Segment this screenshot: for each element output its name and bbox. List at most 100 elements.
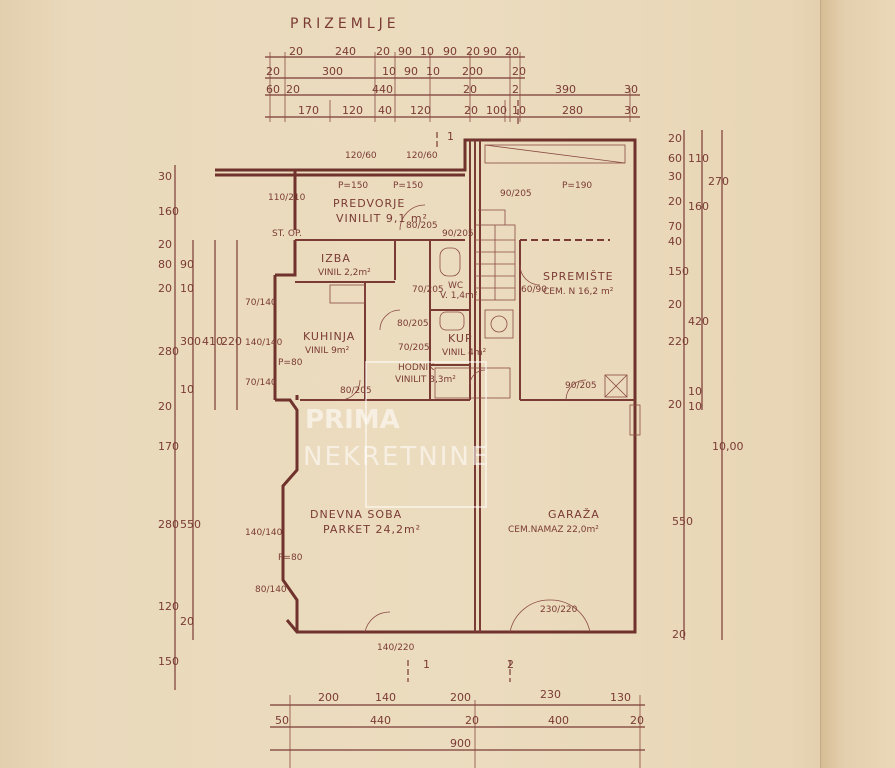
top-dim-r2-7: 20 (512, 65, 526, 78)
top-dim-r4-8: 280 (562, 104, 583, 117)
left-dimension-lines (174, 165, 238, 690)
right-dim-19: 20 (672, 628, 686, 641)
top-dim-r2-3: 10 (382, 65, 396, 78)
watermark-line2: NEKRETNINE (303, 442, 489, 472)
room-name-izba: IZBA (321, 252, 351, 265)
left-dim-3: 20 (158, 238, 172, 251)
watermark-line1: PRIMA (305, 405, 400, 435)
bathtub-icon (434, 367, 511, 399)
top-dim-r4-6: 100 (486, 104, 507, 117)
left-dim-15: 280 (158, 518, 179, 531)
left-dim-17: 120 (158, 600, 179, 613)
room-floor-dnevna-soba: PARKET 24,2m² (323, 523, 421, 536)
note-140-140-b: 140/140 (245, 528, 283, 538)
top-dim-r3-7: 30 (624, 83, 638, 96)
right-dim-4: 270 (708, 175, 729, 188)
top-dim-r3-5: 2 (512, 83, 519, 96)
left-dim-18: 20 (180, 615, 194, 628)
right-dimension-values: 20 60 110 270 30 160 20 70 40 150 220 42… (668, 132, 744, 641)
top-dim-r4-4: 120 (410, 104, 431, 117)
note-60-90: 60/90 (521, 285, 547, 295)
bottom-dim-r1-4: 230 (540, 688, 561, 701)
room-floor-wc: V. 1,4m² (440, 291, 478, 301)
note-p150-b: P=150 (393, 181, 423, 191)
right-dim-15: 20 (668, 398, 682, 411)
section-mark-1-top: 1 (447, 130, 454, 143)
right-dim-10: 150 (668, 265, 689, 278)
room-floor-spremiste: CEM. N 16,2 m² (543, 287, 614, 297)
note-80-205-c: 80/205 (340, 386, 372, 396)
top-dim-r2-6: 200 (462, 65, 483, 78)
top-dim-r3-2: 20 (286, 83, 300, 96)
note-p80-a: P=80 (278, 358, 303, 368)
note-90-205-b: 90/205 (442, 229, 474, 239)
note-80-205-a: 80/205 (406, 221, 438, 231)
sink-icon (439, 311, 465, 331)
right-dim-1: 20 (668, 132, 682, 145)
note-p150-a: P=150 (338, 181, 368, 191)
bottom-dimension-lines (270, 695, 645, 768)
kitchen-sink-icon (329, 284, 366, 304)
top-dim-r3-3: 440 (372, 83, 393, 96)
storage-shelf (484, 144, 626, 164)
chimney-icon (604, 374, 628, 398)
note-140-140-a: 140/140 (245, 338, 283, 348)
bottom-dim-r2-3: 20 (465, 714, 479, 727)
toilet-icon (439, 247, 461, 277)
room-name-predvorje: PREDVORJE (333, 197, 405, 210)
bottom-dim-r3-1: 900 (450, 737, 471, 750)
bottom-dim-r1-2: 140 (375, 691, 396, 704)
top-dim-r1-9: 20 (505, 45, 519, 58)
fixtures (329, 144, 641, 436)
top-dim-r2-5: 10 (426, 65, 440, 78)
room-name-wc: WC (448, 281, 463, 291)
right-dim-11: 220 (668, 335, 689, 348)
note-140-220: 140/220 (377, 643, 415, 653)
top-dim-r1-8: 90 (483, 45, 497, 58)
section-lines: 1 2 1 (407, 100, 519, 682)
room-floor-izba: VINIL 2,2m² (318, 268, 371, 278)
bottom-dim-r2-5: 20 (630, 714, 644, 727)
note-70-140-a: 70/140 (245, 298, 277, 308)
room-name-hodnik: HODNIK (398, 363, 435, 373)
right-dim-14: 10 (688, 385, 702, 398)
note-230-220: 230/220 (540, 605, 578, 615)
top-dim-r1-2: 240 (335, 45, 356, 58)
plan-title: PRIZEMLJE (290, 16, 400, 32)
left-dim-7: 10 (180, 282, 194, 295)
left-dim-16: 550 (180, 518, 201, 531)
note-120-60-b: 120/60 (406, 151, 438, 161)
interior-walls (295, 140, 635, 632)
right-dim-7: 20 (668, 195, 682, 208)
note-80-205-b: 80/205 (397, 319, 429, 329)
top-dim-r1-6: 90 (443, 45, 457, 58)
left-dim-13: 20 (158, 400, 172, 413)
top-dim-r1-7: 20 (466, 45, 480, 58)
left-dim-6: 20 (158, 282, 172, 295)
note-st-op: ST. OP. (272, 229, 302, 239)
room-name-kup: KUP (448, 332, 473, 345)
right-dim-2: 60 (668, 152, 682, 165)
right-dim-5: 30 (668, 170, 682, 183)
note-90-205-a: 90/205 (500, 189, 532, 199)
note-70-140-b: 70/140 (245, 378, 277, 388)
note-120-60-a: 120/60 (345, 151, 377, 161)
right-dim-17: 10,00 (712, 440, 744, 453)
top-dim-r2-2: 300 (322, 65, 343, 78)
left-dim-14: 170 (158, 440, 179, 453)
top-dim-r4-5: 20 (464, 104, 478, 117)
left-dim-2: 160 (158, 205, 179, 218)
room-floor-hodnik: VINILIT 3,3m² (395, 375, 456, 385)
washer-icon (484, 309, 514, 339)
top-dim-r4-1: 170 (298, 104, 319, 117)
door-swings (339, 204, 591, 633)
top-dim-r1-3: 20 (376, 45, 390, 58)
top-dimension-values: 20 240 20 90 10 90 20 90 20 20 300 10 90… (266, 45, 638, 117)
bottom-dim-r1-3: 200 (450, 691, 471, 704)
note-p190: P=190 (562, 181, 592, 191)
note-70-205-a: 70/205 (412, 285, 444, 295)
left-dim-8: 280 (158, 345, 179, 358)
top-dim-r3-6: 390 (555, 83, 576, 96)
note-90-205-c: 90/205 (565, 381, 597, 391)
